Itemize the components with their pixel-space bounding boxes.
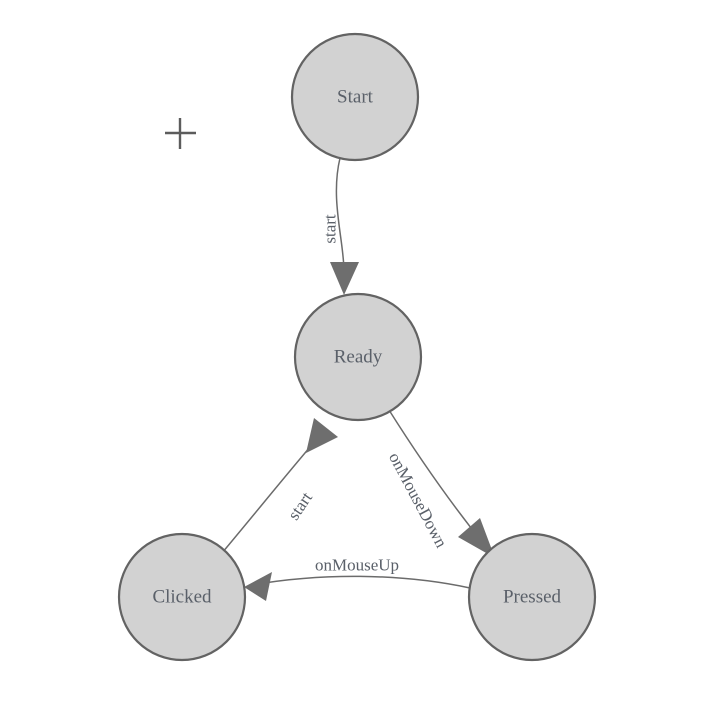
edge-clicked-to-ready-arrowhead [306, 418, 338, 453]
node-ready-circle [293, 292, 423, 422]
edge-ready-to-pressed[interactable]: onMouseDown [385, 409, 495, 558]
edge-label-ready-to-pressed: onMouseDown [385, 449, 451, 551]
edge-label-start-to-ready: start [321, 214, 340, 244]
edge-clicked-to-ready[interactable]: start [221, 418, 338, 554]
node-ready[interactable]: Ready [293, 292, 423, 422]
node-clicked-label: Clicked [152, 587, 212, 608]
edge-label-pressed-to-clicked: onMouseUp [315, 556, 399, 575]
node-start-label: Start [337, 87, 374, 108]
node-clicked[interactable]: Clicked [117, 532, 247, 662]
edge-label-clicked-to-ready: start [284, 488, 316, 523]
edge-start-to-ready[interactable]: start [321, 157, 360, 295]
edge-ready-to-pressed-arrowhead [458, 518, 495, 558]
node-pressed-circle [467, 532, 597, 662]
crosshair-icon [165, 118, 196, 149]
node-start[interactable]: Start [290, 32, 420, 162]
node-clicked-circle [117, 532, 247, 662]
node-pressed[interactable]: Pressed [467, 532, 597, 662]
node-pressed-label: Pressed [503, 587, 562, 608]
edge-start-to-ready-path [335, 157, 345, 273]
edge-pressed-to-clicked[interactable]: onMouseUp [244, 556, 471, 602]
edge-pressed-to-clicked-arrowhead [244, 572, 272, 601]
node-ready-label: Ready [334, 347, 383, 368]
node-start-circle [290, 32, 420, 162]
edge-start-to-ready-arrowhead [330, 262, 359, 295]
edge-pressed-to-clicked-path [251, 575, 471, 589]
